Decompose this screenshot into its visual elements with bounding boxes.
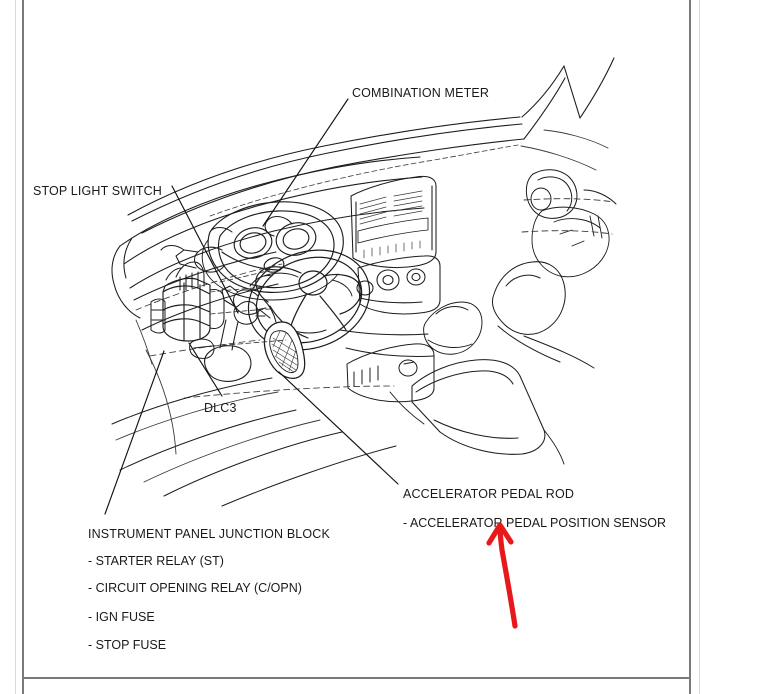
vehicle-interior-illustration	[24, 0, 690, 679]
center-console	[411, 359, 546, 455]
instrument-panel-face	[119, 156, 425, 289]
right-door-pocket	[531, 206, 610, 278]
callout-stop-light-switch: STOP LIGHT SWITCH	[33, 184, 162, 198]
accelerator-pedal-item-position-sensor: - ACCELERATOR PEDAL POSITION SENSOR	[403, 516, 667, 530]
steering-column-stalks	[160, 215, 293, 273]
leader-dlc3	[188, 342, 223, 397]
steering-wheel	[247, 249, 371, 351]
leader-combination-meter	[262, 98, 349, 227]
windshield-glass-edge	[520, 129, 609, 171]
leader-accelerator-pedal-rod	[278, 371, 399, 485]
center-stack-audio-unit	[350, 175, 437, 269]
brake-pedal	[203, 319, 252, 382]
frame-rule-inner-left	[22, 0, 24, 694]
accelerator-pedal-rod	[221, 275, 273, 319]
dlc3-connector	[189, 338, 215, 359]
left-lower-trim	[135, 319, 177, 455]
hvac-control-panel	[356, 255, 441, 315]
junction-block-item-stop-fuse: - STOP FUSE	[88, 638, 167, 652]
junction-block-relays	[165, 261, 225, 329]
floor-lines	[111, 377, 397, 507]
frame-rule-bottom	[22, 677, 691, 679]
cowl-seam	[209, 144, 519, 217]
combination-meter	[207, 201, 344, 293]
meter-hood-edge	[201, 239, 339, 301]
audio-buttons-row	[363, 240, 421, 259]
audio-vent-slots-left	[359, 196, 387, 225]
floor-thin-lines	[115, 391, 321, 483]
frame-rule-outer-right	[699, 0, 700, 694]
junction-block-item-starter-relay: - STARTER RELAY (ST)	[88, 554, 224, 568]
frame-rule-inner-right	[689, 0, 691, 694]
junction-block-item-circuit-opening-relay: - CIRCUIT OPENING RELAY (C/OPN)	[88, 581, 302, 595]
leader-stop-light-switch	[171, 185, 239, 314]
passenger-seat	[491, 261, 595, 369]
leader-lines	[104, 98, 399, 515]
a-pillar	[521, 57, 615, 140]
console-side-wall	[389, 391, 565, 465]
junction-block-item-ign-fuse: - IGN FUSE	[88, 610, 155, 624]
dash-top-cowl	[127, 116, 525, 234]
leader-junction-block	[104, 350, 165, 515]
junction-block-callout-seams	[209, 269, 287, 347]
accelerator-pedal	[263, 299, 306, 379]
audio-vent-slots-right	[393, 190, 423, 217]
right-door-trim	[525, 169, 617, 219]
junction-block-side-connector	[150, 298, 166, 334]
instrument-panel-junction-block	[162, 277, 211, 342]
right-trim-seam	[521, 198, 615, 235]
shifter-boot	[423, 301, 483, 355]
page-gutter	[700, 0, 765, 694]
lower-center-tray	[346, 343, 435, 403]
audio-display-window	[357, 217, 429, 244]
frame-rule-outer-left	[15, 0, 16, 694]
callout-dlc3: DLC3	[204, 401, 237, 415]
left-dash-edge	[111, 237, 141, 319]
callout-instrument-panel-junction-block: INSTRUMENT PANEL JUNCTION BLOCK	[88, 527, 330, 541]
callout-accelerator-pedal-rod: ACCELERATOR PEDAL ROD	[403, 487, 575, 501]
callout-combination-meter: COMBINATION METER	[352, 86, 490, 100]
